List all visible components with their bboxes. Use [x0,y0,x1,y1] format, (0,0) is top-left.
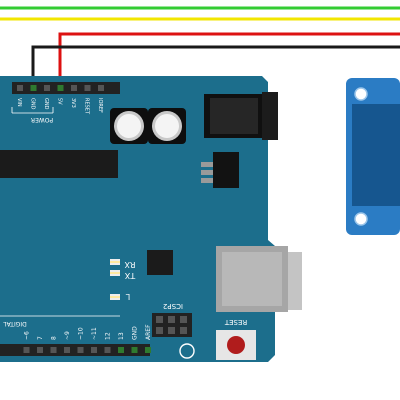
power-pin-label-reset: RESET [84,98,90,115]
power-pin-label-ioref: IOREF [97,98,103,113]
voltage-regulator [201,152,239,188]
digital-pin-label-aref: AREF [145,324,152,340]
digital-pin-aref [145,347,151,353]
reset-label: RESET [224,318,247,326]
digital-pin-label-gnd: GND [132,326,139,340]
power-pin-3v3 [71,85,77,91]
led-l [110,294,120,300]
usb-controller-chip [147,250,173,275]
digital-header [0,344,150,356]
power-header [12,82,120,94]
power-pin-gnd [44,85,50,91]
led-label-l: L [125,292,130,301]
power-pin-vin [17,85,23,91]
digital-pin-7 [37,347,43,353]
power-pin-gnd [30,85,37,91]
display-screen [352,104,400,206]
led-tx [110,270,120,276]
power-title: POWER [31,116,53,123]
digital-pin-9 [64,347,70,353]
digital-pin-10 [77,347,84,353]
power-pin-reset [84,85,91,91]
led-label-rx: RX [124,260,136,269]
power-pin-5v [57,85,64,91]
digital-pin-13 [118,347,124,353]
digital-pin-label-9: ~9 [64,331,71,340]
digital-pin-label-10: ~10 [78,327,85,340]
icsp-pin [168,327,175,334]
digital-pin-11 [91,347,97,353]
digital-title: DIGITAL [3,320,27,327]
black-wire [31,45,400,88]
microcontroller-chip [0,150,118,178]
digital-pin-12 [104,347,111,353]
digital-pin-label-8: 8 [51,336,58,340]
digital-pin-label-12: 12 [105,332,112,340]
digital-pin-label-13: 13 [118,332,125,340]
icsp-pin [180,327,187,334]
led-label-tx: TX [124,271,136,280]
icsp-pin [168,316,175,323]
power-pin-label-vin: VIN [16,98,22,107]
mounting-hole [179,343,195,359]
icsp-pin [180,316,187,323]
digital-pin-6 [23,347,30,353]
reset-button[interactable] [216,330,256,360]
digital-pin-label-6: ~6 [24,331,31,340]
capacitor-left [110,108,148,144]
icsp-pin [156,316,163,323]
icsp-label: ICSP2 [163,302,183,310]
power-jack [204,92,278,140]
red-wire [58,32,400,88]
power-pin-ioref [98,85,104,91]
power-pin-label-3v3: 3V3 [70,98,76,108]
power-pin-label-5v: 5V [57,98,63,105]
icsp-pin [156,327,163,334]
led-rx [110,259,120,265]
digital-pin-label-7: 7 [37,336,44,340]
digital-pin-8 [50,347,57,353]
power-pin-label-gnd: GND [30,98,36,110]
digital-pin-label-11: ~11 [91,327,98,340]
usb-port [216,246,302,312]
power-pin-label-gnd: GND [43,98,49,110]
capacitor-right [148,108,186,144]
display-module [346,78,400,235]
digital-pin-gnd [131,347,138,353]
